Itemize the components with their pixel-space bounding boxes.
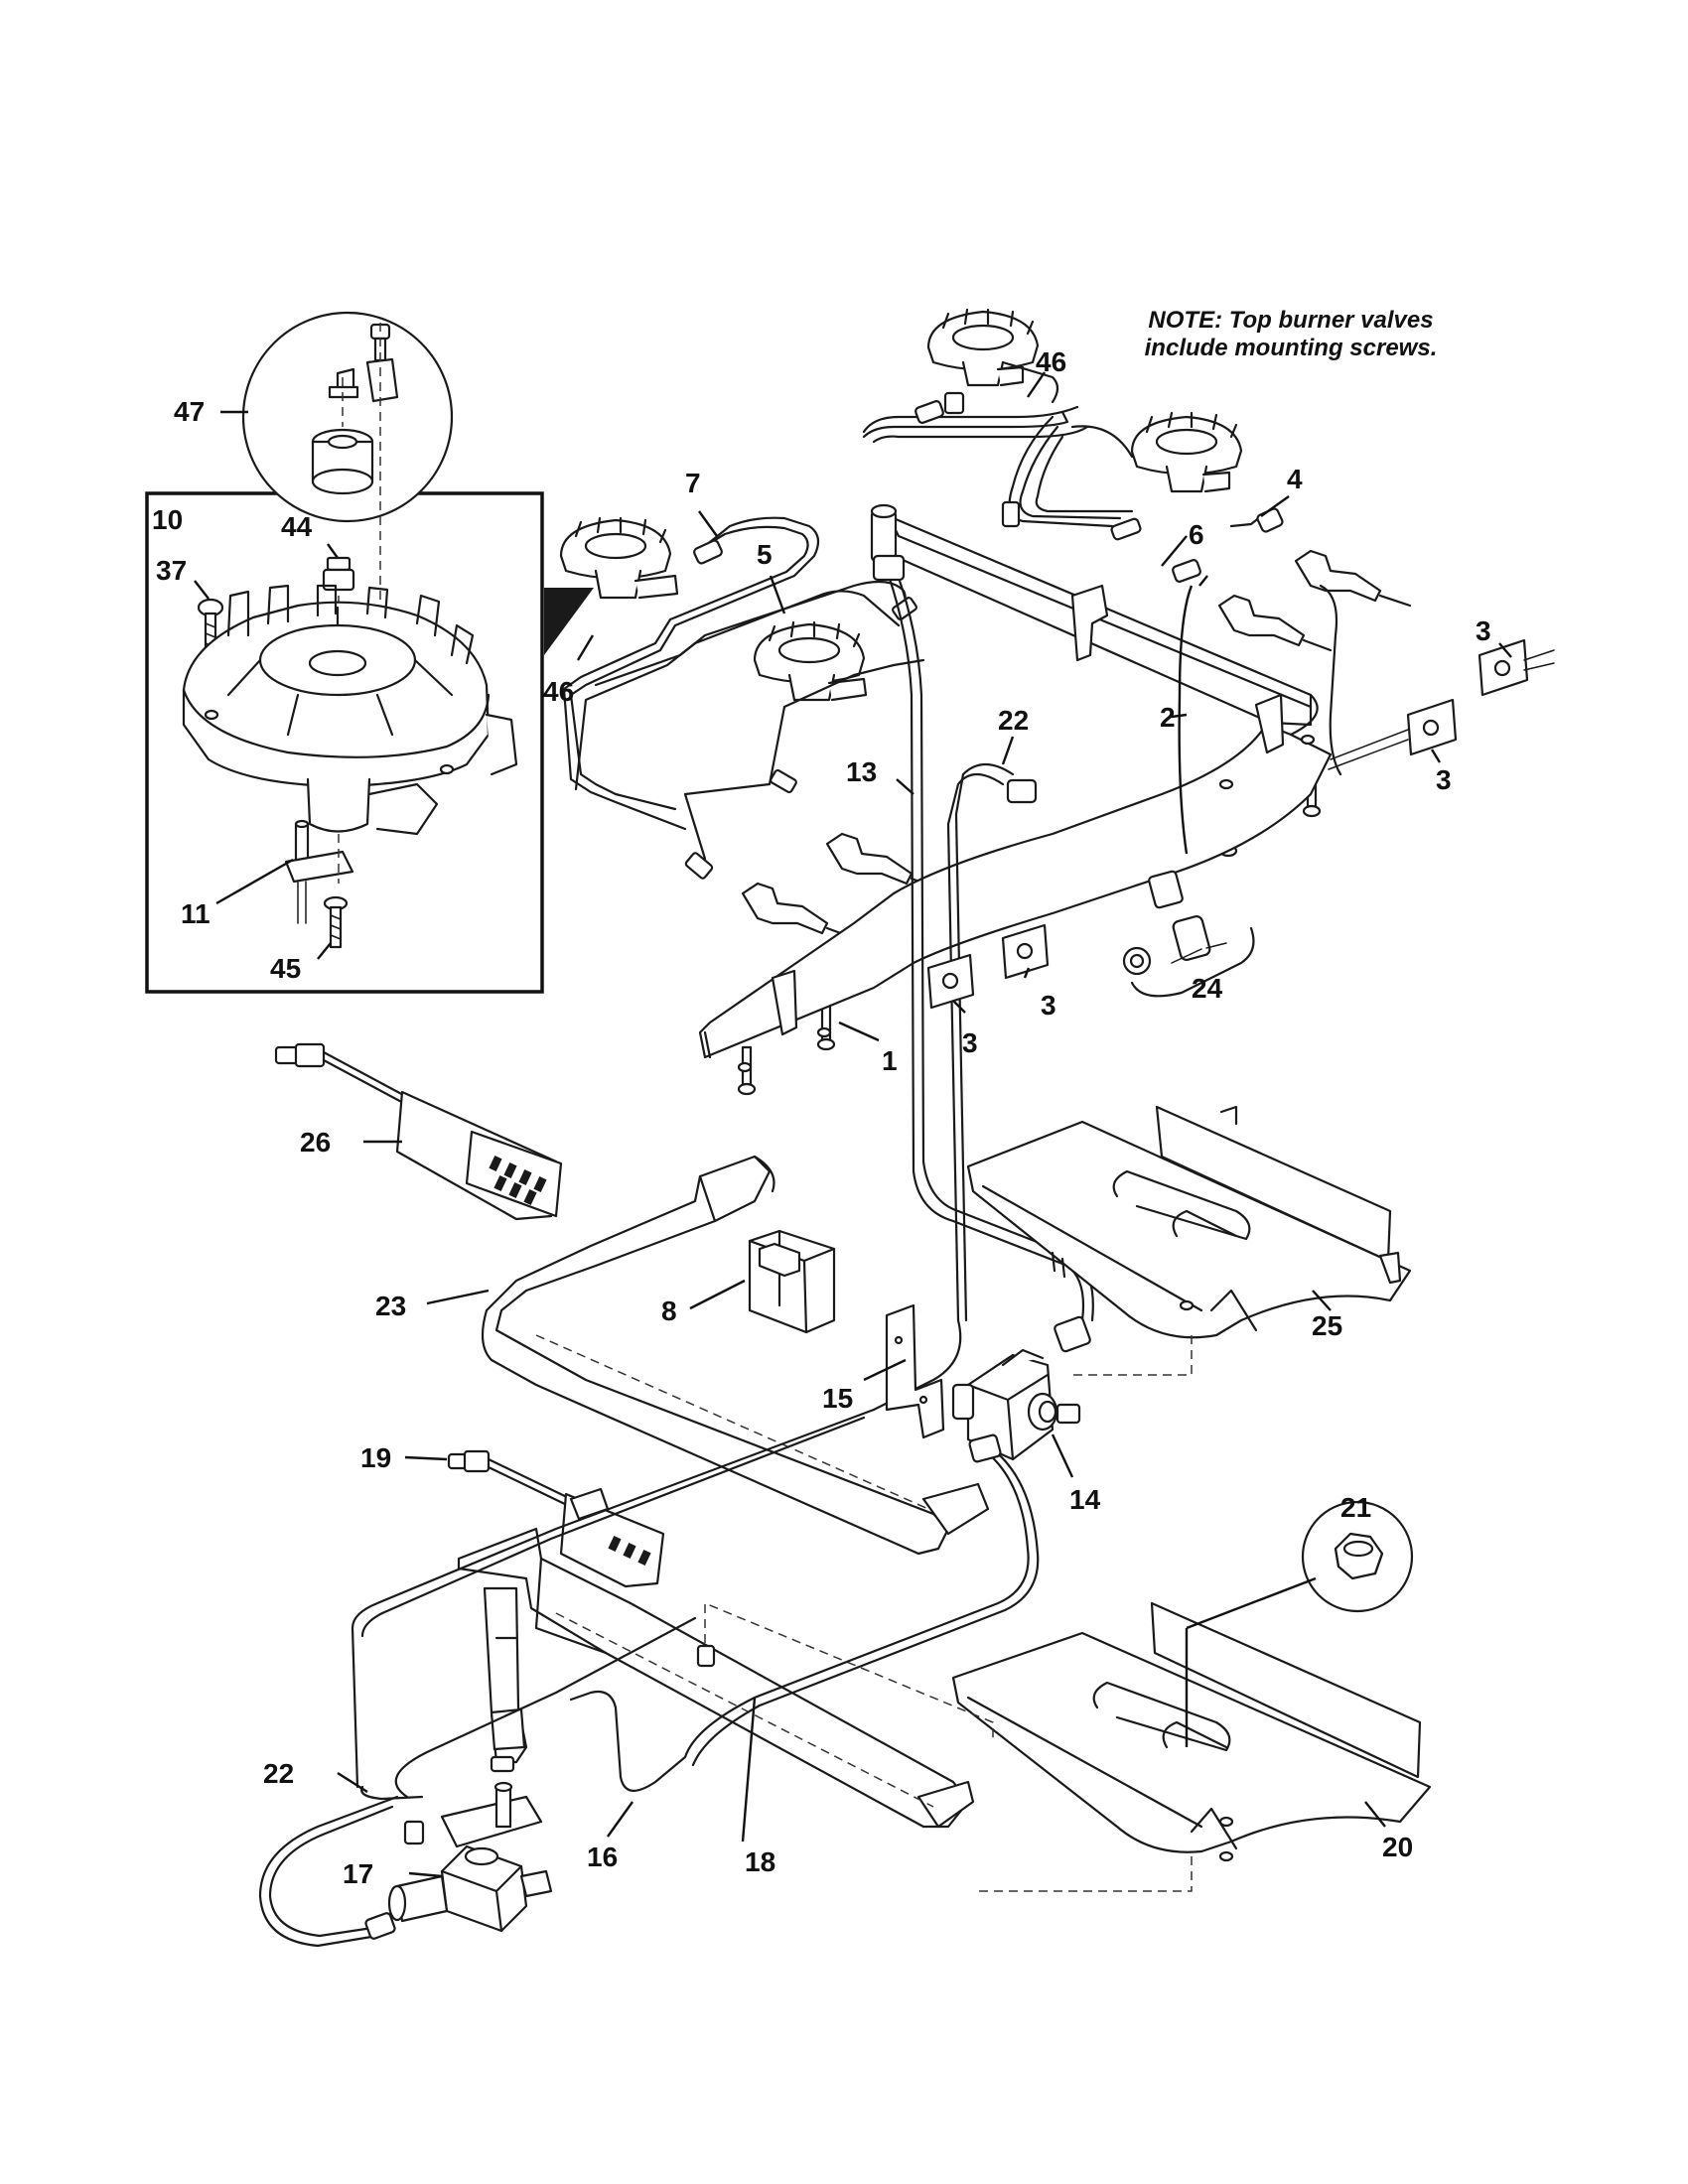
broil-valve <box>387 1755 553 1933</box>
orifice-parts <box>311 323 399 635</box>
callout-7: 7 <box>685 468 701 498</box>
callout-16: 16 <box>587 1842 618 1872</box>
callout-3-top-right: 3 <box>1476 615 1491 646</box>
tube-fittings <box>684 391 1284 880</box>
detail-pointer-arrow <box>544 588 594 655</box>
top-burner-rear-left <box>926 308 1040 387</box>
bake-burner <box>481 1155 990 1556</box>
callout-15: 15 <box>822 1383 853 1414</box>
callout-21: 21 <box>1340 1492 1371 1523</box>
callout-14: 14 <box>1069 1484 1101 1515</box>
callout-22-upper: 22 <box>998 705 1029 736</box>
top-burner-front-left <box>559 516 679 600</box>
electrode-screw <box>323 895 349 949</box>
callout-6: 6 <box>1189 519 1204 550</box>
callout-44: 44 <box>281 511 313 542</box>
note-line-2: include mounting screws. <box>1145 335 1438 361</box>
igniter-electrode <box>284 819 354 924</box>
mounting-screw <box>197 598 224 661</box>
baffle-dash-upper <box>1072 1335 1193 1376</box>
callout-2: 2 <box>1160 702 1176 733</box>
lower-gas-tubes <box>258 1408 1040 1948</box>
burner-head-detail <box>182 584 518 836</box>
callout-45: 45 <box>270 953 301 984</box>
callout-23: 23 <box>375 1291 406 1321</box>
callout-11: 11 <box>181 898 211 929</box>
callout-8: 8 <box>661 1296 677 1326</box>
callout-1: 1 <box>882 1045 898 1076</box>
oven-safety-valve <box>951 1348 1081 1461</box>
callout-13: 13 <box>846 756 877 787</box>
nut-leader <box>1186 1576 1317 1630</box>
callout-3-mid-right: 3 <box>1436 764 1452 795</box>
spark-module <box>748 1229 836 1334</box>
orifice-detail-circle <box>241 311 454 523</box>
callout-20: 20 <box>1382 1832 1413 1862</box>
callout-26: 26 <box>300 1127 331 1158</box>
manifold-pipe <box>698 503 1333 1073</box>
upper-heat-baffle <box>966 1105 1412 1339</box>
callout-4: 4 <box>1287 464 1303 494</box>
broil-burner <box>457 1527 975 1829</box>
leader-lines <box>194 371 1512 1878</box>
callout-5: 5 <box>757 539 773 570</box>
callout-47: 47 <box>174 396 205 427</box>
lower-heat-baffle <box>951 1601 1432 1862</box>
callout-22-lower: 22 <box>263 1758 294 1789</box>
orifice-hood-assembly <box>1122 870 1227 976</box>
callout-3-mid: 3 <box>1041 990 1056 1021</box>
detail-box-label: 10 <box>152 504 183 535</box>
bracket-curve-24 <box>1130 926 1255 998</box>
callout-24: 24 <box>1192 973 1223 1004</box>
manifold-brackets <box>771 584 1285 1036</box>
callout-46-top: 46 <box>1036 346 1066 377</box>
callout-25: 25 <box>1312 1310 1342 1341</box>
baffle-dash-lower <box>973 1856 1193 1892</box>
note-line-1: NOTE: Top burner valves <box>1148 307 1433 334</box>
top-burner-front-right <box>753 620 868 702</box>
callouts: 47 44 37 11 45 46 46 7 5 4 6 3 3 3 3 2 2… <box>156 346 1491 1889</box>
lock-nut <box>1334 1532 1384 1580</box>
callout-19: 19 <box>360 1442 391 1473</box>
callout-17: 17 <box>343 1858 373 1889</box>
broil-dash <box>704 1601 994 1742</box>
callout-37: 37 <box>156 555 187 586</box>
callout-3-left: 3 <box>962 1027 978 1058</box>
top-burner-rear-right <box>1130 411 1243 493</box>
tube-grommets <box>926 584 1555 1010</box>
callout-18: 18 <box>745 1846 775 1877</box>
valve-bracket <box>885 1303 945 1439</box>
regulator-tube-upper <box>872 762 1038 1412</box>
callout-46-left: 46 <box>543 676 574 707</box>
